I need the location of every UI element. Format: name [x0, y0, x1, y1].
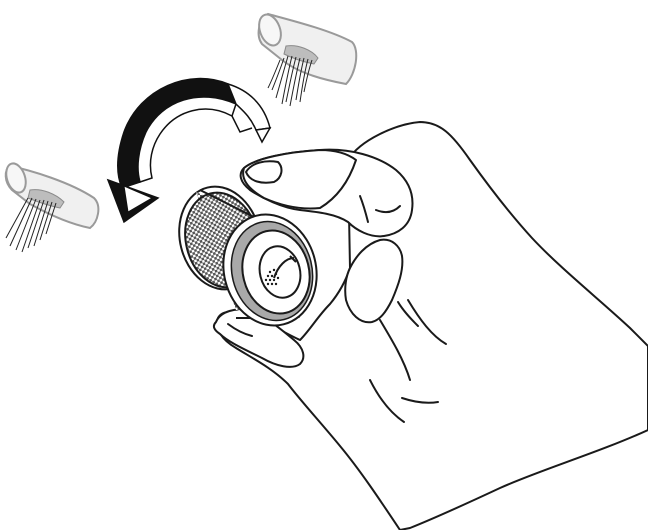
- rotation-arrow-tail-tip: [256, 128, 270, 142]
- spray-nozzle-upper: [255, 12, 356, 106]
- spray-nozzle-left: [3, 161, 99, 252]
- rotation-arrow-band: [118, 79, 236, 188]
